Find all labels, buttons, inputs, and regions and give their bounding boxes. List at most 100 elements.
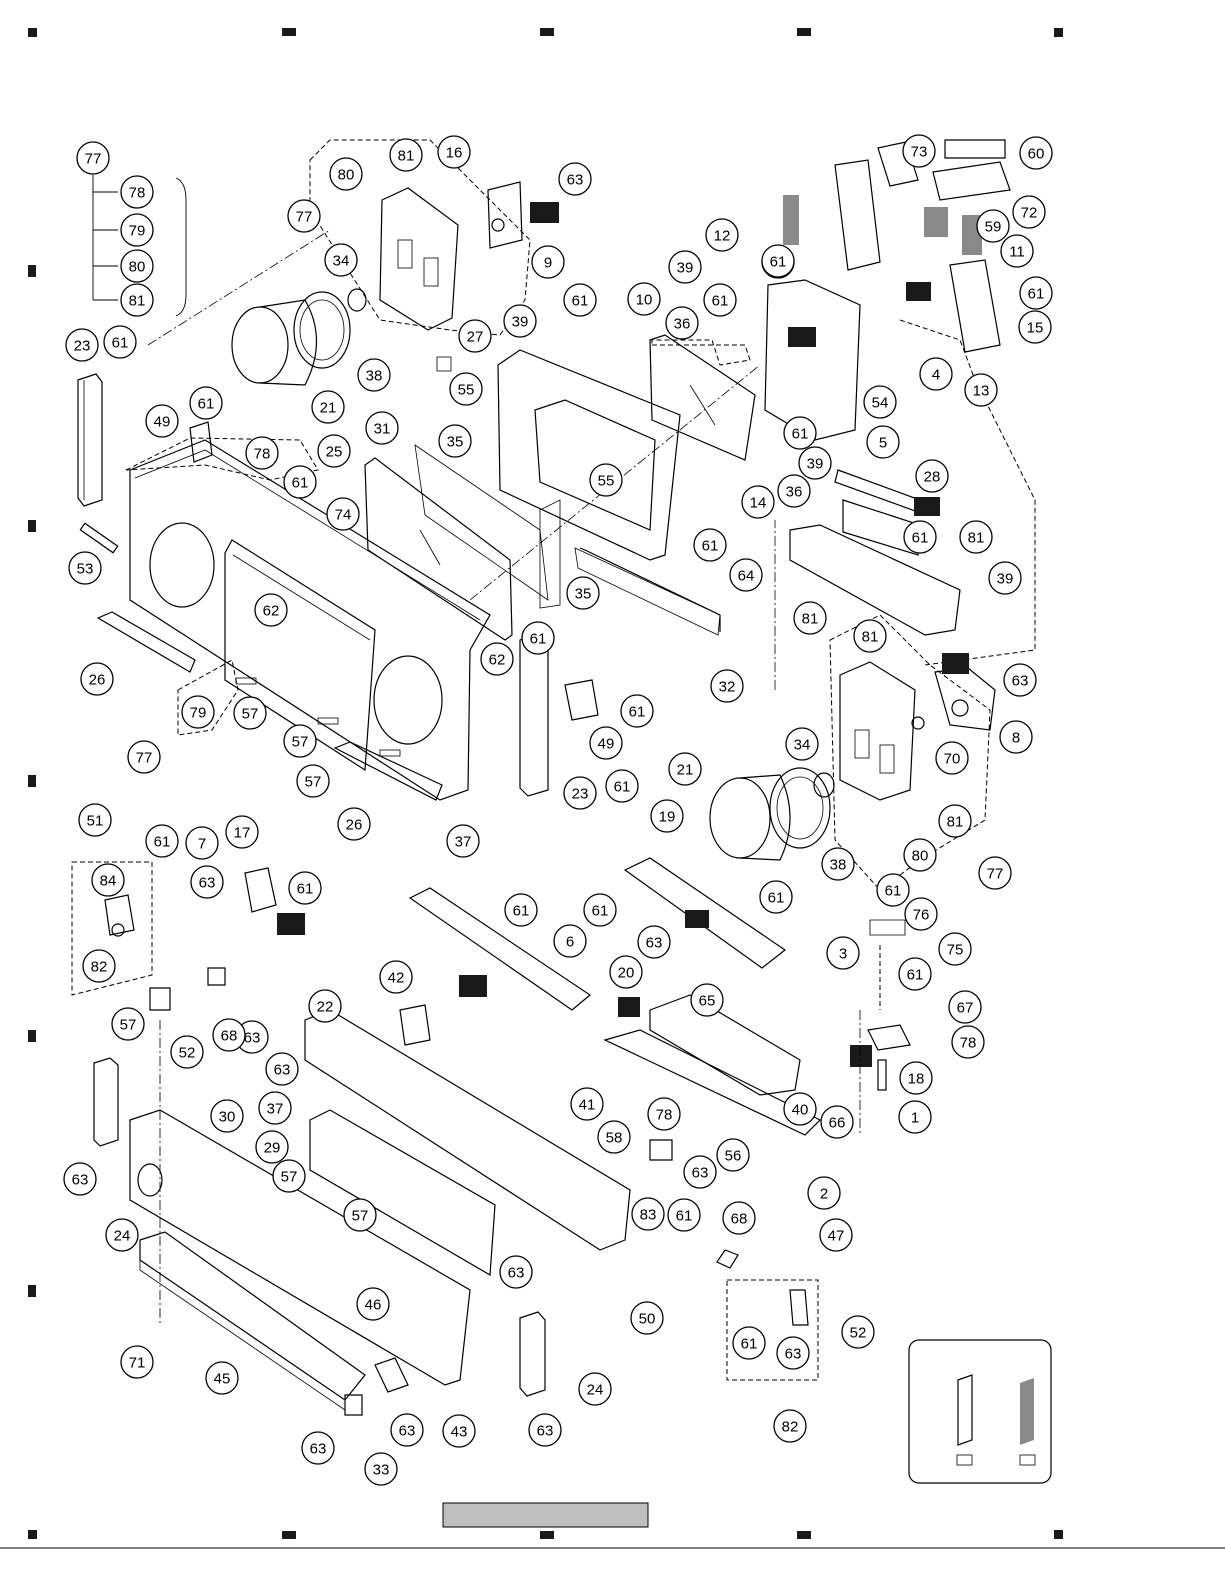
callout-3: 3 bbox=[826, 936, 860, 970]
callout-number: 81 bbox=[862, 629, 879, 646]
callout-number: 63 bbox=[72, 1172, 89, 1189]
callout-number: 66 bbox=[829, 1115, 846, 1132]
callout-number: 62 bbox=[489, 652, 506, 669]
callout-number: 57 bbox=[305, 774, 322, 791]
callout-number: 61 bbox=[741, 1336, 758, 1353]
callout-78: 78 bbox=[245, 436, 279, 470]
callout-19: 19 bbox=[650, 799, 684, 833]
callout-40: 40 bbox=[783, 1092, 817, 1126]
callout-81: 81 bbox=[853, 619, 887, 653]
callout-number: 63 bbox=[244, 1030, 261, 1047]
callout-number: 63 bbox=[692, 1165, 709, 1182]
callout-39: 39 bbox=[668, 250, 702, 284]
callout-number: 33 bbox=[373, 1462, 390, 1479]
callout-number: 50 bbox=[639, 1311, 656, 1328]
callout-78: 78 bbox=[647, 1097, 681, 1131]
callout-number: 34 bbox=[794, 737, 811, 754]
callout-number: 7 bbox=[198, 836, 206, 853]
callout-number: 41 bbox=[579, 1097, 596, 1114]
callout-24: 24 bbox=[105, 1218, 139, 1252]
callout-53: 53 bbox=[68, 551, 102, 585]
callout-number: 77 bbox=[987, 866, 1004, 883]
callout-number: 38 bbox=[830, 857, 847, 874]
callout-62: 62 bbox=[480, 642, 514, 676]
callout-29: 29 bbox=[255, 1130, 289, 1164]
callout-number: 57 bbox=[352, 1208, 369, 1225]
callout-number: 27 bbox=[467, 329, 484, 346]
callout-number: 26 bbox=[346, 817, 363, 834]
callout-number: 82 bbox=[91, 959, 108, 976]
callout-number: 31 bbox=[374, 421, 391, 438]
callout-number: 57 bbox=[120, 1017, 137, 1034]
callout-42: 42 bbox=[379, 960, 413, 994]
callout-62: 62 bbox=[254, 593, 288, 627]
callout-number: 37 bbox=[455, 834, 472, 851]
callout-77: 77 bbox=[978, 856, 1012, 890]
callout-number: 81 bbox=[398, 148, 415, 165]
callout-61: 61 bbox=[620, 694, 654, 728]
callout-number: 39 bbox=[997, 571, 1014, 588]
callout-22: 22 bbox=[308, 989, 342, 1023]
callout-number: 54 bbox=[872, 395, 889, 412]
callout-39: 39 bbox=[988, 561, 1022, 595]
callout-number: 71 bbox=[129, 1355, 146, 1372]
callout-number: 32 bbox=[719, 679, 736, 696]
callout-number: 77 bbox=[296, 209, 313, 226]
callout-number: 43 bbox=[451, 1424, 468, 1441]
callout-number: 36 bbox=[786, 484, 803, 501]
callout-81: 81 bbox=[938, 804, 972, 838]
callout-79: 79 bbox=[120, 213, 154, 247]
callout-38: 38 bbox=[357, 358, 391, 392]
callout-number: 10 bbox=[636, 292, 653, 309]
callout-number: 63 bbox=[274, 1062, 291, 1079]
connector-note-box bbox=[908, 1339, 1052, 1484]
callout-number: 63 bbox=[199, 875, 216, 892]
callout-number: 84 bbox=[100, 873, 117, 890]
callout-61: 61 bbox=[761, 244, 795, 278]
callout-number: 68 bbox=[221, 1028, 238, 1045]
callout-82: 82 bbox=[82, 949, 116, 983]
callout-58: 58 bbox=[597, 1120, 631, 1154]
callout-84: 84 bbox=[91, 863, 125, 897]
callout-21: 21 bbox=[668, 752, 702, 786]
callout-31: 31 bbox=[365, 411, 399, 445]
callout-17: 17 bbox=[225, 815, 259, 849]
front-panel-upper bbox=[77, 373, 599, 801]
callout-35: 35 bbox=[438, 424, 472, 458]
callout-number: 49 bbox=[154, 414, 171, 431]
callout-73: 73 bbox=[902, 134, 936, 168]
callout-61: 61 bbox=[504, 893, 538, 927]
callout-63: 63 bbox=[63, 1162, 97, 1196]
callout-number: 61 bbox=[912, 530, 929, 547]
callout-number: 1 bbox=[911, 1110, 919, 1127]
callout-number: 63 bbox=[310, 1441, 327, 1458]
callout-number: 57 bbox=[281, 1169, 298, 1186]
callout-55: 55 bbox=[449, 372, 483, 406]
callout-64: 64 bbox=[729, 558, 763, 592]
callout-number: 23 bbox=[74, 338, 91, 355]
callout-number: 11 bbox=[1009, 244, 1025, 261]
callout-77: 77 bbox=[287, 199, 321, 233]
callout-2: 2 bbox=[807, 1176, 841, 1210]
callout-number: 63 bbox=[785, 1346, 802, 1363]
callout-number: 3 bbox=[839, 946, 847, 963]
callout-61: 61 bbox=[898, 957, 932, 991]
callout-number: 57 bbox=[242, 706, 259, 723]
callout-61: 61 bbox=[283, 465, 317, 499]
callout-number: 55 bbox=[458, 382, 475, 399]
callout-number: 61 bbox=[292, 475, 309, 492]
callout-number: 78 bbox=[656, 1107, 673, 1124]
registration-marks bbox=[0, 28, 1225, 1549]
callout-number: 60 bbox=[1028, 146, 1045, 163]
callout-57: 57 bbox=[283, 724, 317, 758]
callout-number: 78 bbox=[254, 446, 271, 463]
callout-63: 63 bbox=[390, 1413, 424, 1447]
callout-number: 79 bbox=[129, 223, 146, 240]
callout-15: 15 bbox=[1018, 310, 1052, 344]
callout-number: 2 bbox=[820, 1186, 828, 1203]
callout-26: 26 bbox=[80, 662, 114, 696]
callout-number: 61 bbox=[614, 779, 631, 796]
callout-61: 61 bbox=[1019, 276, 1053, 310]
callout-number: 61 bbox=[198, 396, 215, 413]
callout-number: 63 bbox=[567, 172, 584, 189]
